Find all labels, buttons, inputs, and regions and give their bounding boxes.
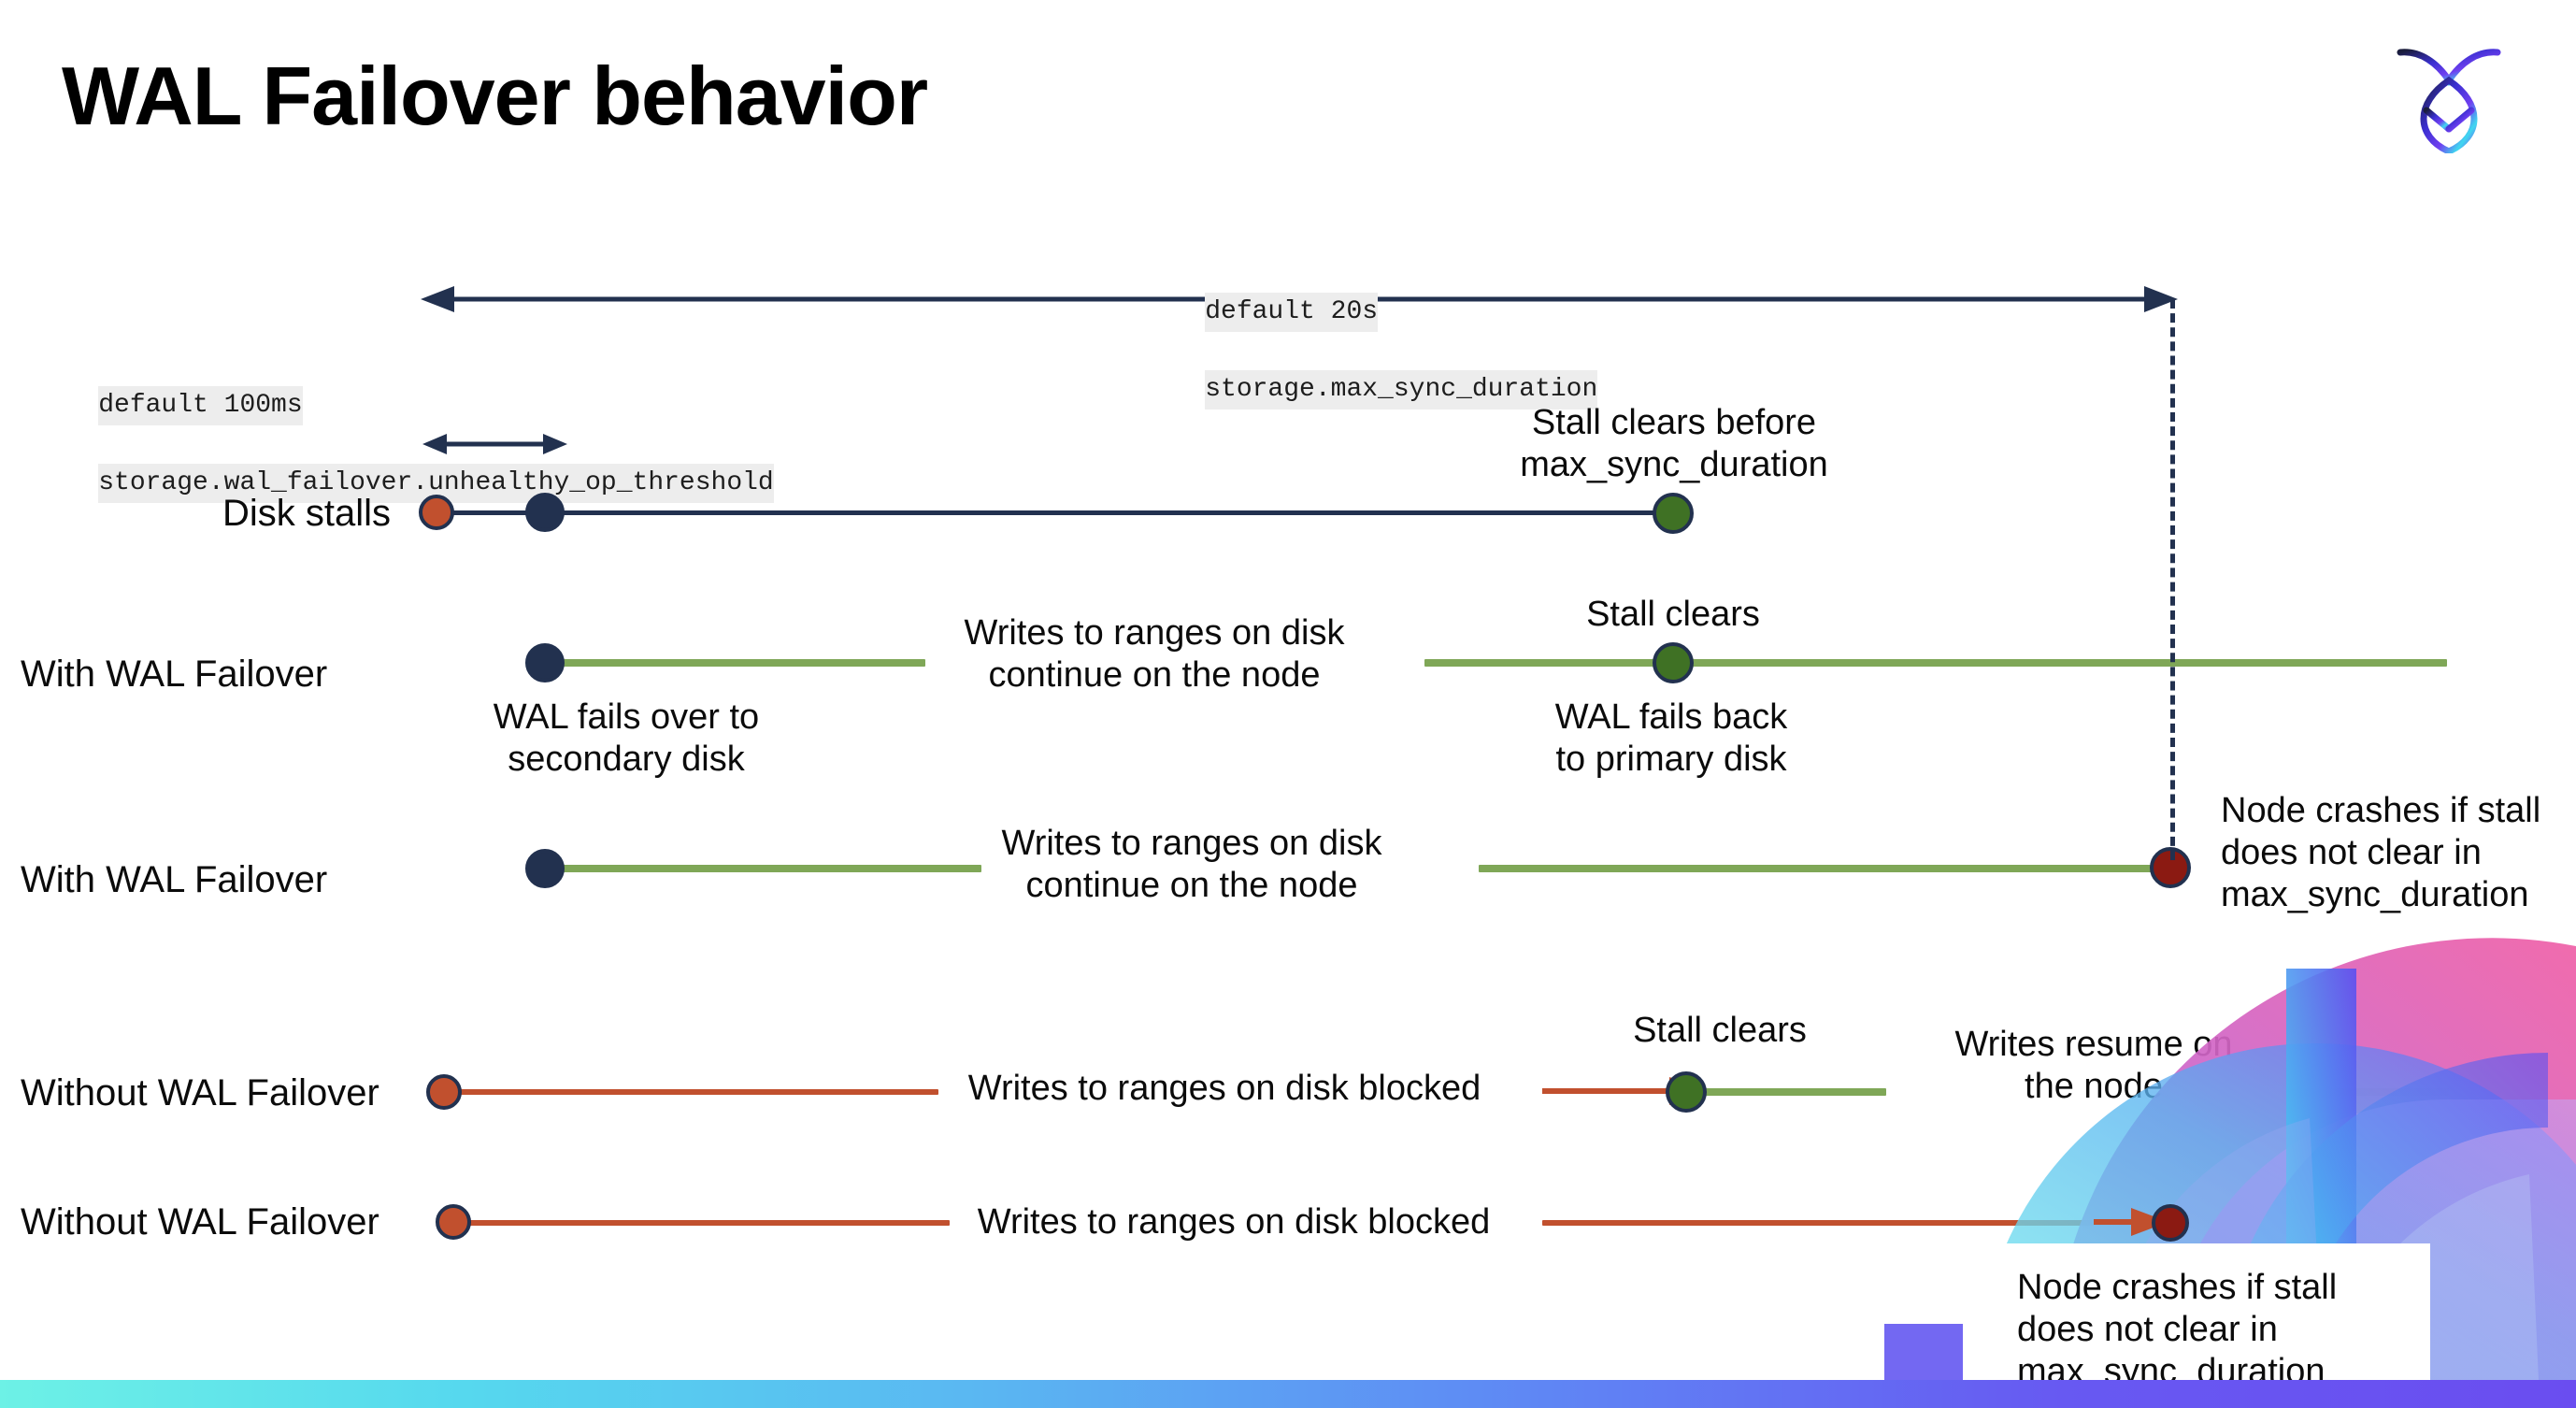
marker-wal-failover-start-2 (525, 849, 565, 888)
unhealthy-op-threshold-span-arrow (422, 430, 567, 458)
max-sync-duration-setting: storage.max_sync_duration (1205, 370, 1598, 409)
row-label-with-wal-failover-clears: With WAL Failover (21, 654, 328, 695)
page-title: WAL Failover behavior (62, 50, 928, 142)
note-writes-continue-row2: Writes to ranges on disk continue on the… (964, 613, 1345, 695)
marker-node-crash-2 (2152, 1204, 2189, 1242)
marker-stall-start-row4 (426, 1074, 462, 1110)
unhealthy-op-threshold-callout: default 100ms storage.wal_failover.unhea… (36, 348, 774, 541)
max-sync-duration-default: default 20s (1205, 293, 1379, 332)
note-writes-blocked-row4: Writes to ranges on disk blocked (967, 1069, 1481, 1108)
marker-stall-start-row5 (436, 1204, 471, 1240)
row-label-without-wal-failover-crash: Without WAL Failover (21, 1201, 379, 1243)
unhealthy-op-threshold-default: default 100ms (98, 386, 303, 425)
note-wal-fails-over-to-secondary: WAL fails over to secondary disk (493, 697, 760, 779)
note-writes-continue-row3: Writes to ranges on disk continue on the… (1001, 824, 1382, 905)
arrow-to-stall-clears-row4 (1542, 1075, 1706, 1107)
max-sync-duration-callout: default 20s storage.max_sync_duration (1142, 254, 1598, 448)
row-label-without-wal-failover-clears: Without WAL Failover (21, 1072, 379, 1113)
cockroach-labs-logo (2393, 32, 2505, 155)
note-writes-resume-row4: Writes resume on the node (1954, 1025, 2232, 1106)
arrow-to-node-crash-row5 (2094, 1206, 2168, 1238)
note-node-crash-row3: Node crashes if stall does not clear in … (2221, 791, 2541, 914)
row-label-with-wal-failover-crash: With WAL Failover (21, 859, 328, 900)
marker-stall-clears-2 (1653, 642, 1694, 683)
note-stall-clears-row4: Stall clears (1633, 1011, 1807, 1050)
unhealthy-op-threshold-setting: storage.wal_failover.unhealthy_op_thresh… (98, 464, 774, 503)
note-node-crash-row5: Node crashes if stall does not clear in … (2017, 1268, 2338, 1391)
dashed-vertical-guide-icon (2170, 299, 2175, 860)
note-stall-clears-row2: Stall clears (1586, 595, 1760, 634)
note-writes-blocked-row5: Writes to ranges on disk blocked (977, 1202, 1491, 1242)
note-wal-fails-back-to-primary: WAL fails back to primary disk (1554, 697, 1788, 779)
bottom-gradient-bar (0, 1380, 2576, 1408)
marker-stall-clears (1653, 493, 1694, 534)
marker-wal-failover-start (525, 643, 565, 682)
note-stall-clears-before-max-sync: Stall clears before max_sync_duration (1520, 403, 1828, 484)
row-label-disk-stalls: Disk stalls (222, 493, 392, 534)
